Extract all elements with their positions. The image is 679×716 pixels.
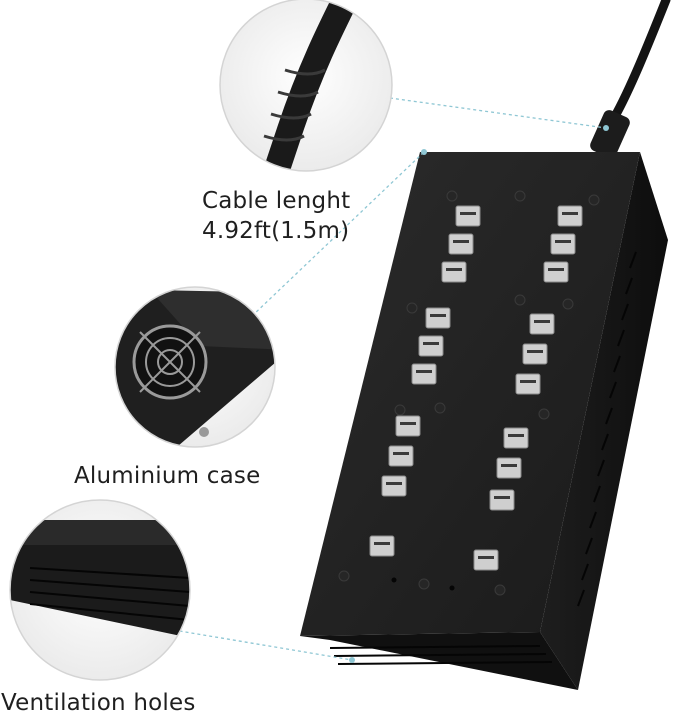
led-indicators <box>391 577 455 591</box>
side-vents <box>577 251 637 607</box>
label-aluminium-case: Aluminium case <box>74 463 261 489</box>
screws <box>338 190 600 596</box>
cable-plug <box>590 110 630 158</box>
callout-lines <box>149 97 607 661</box>
zoom-vent <box>10 500 190 680</box>
usb-ports <box>369 205 583 571</box>
label-cable-line1: Cable lenght <box>202 188 351 214</box>
hub-front-face <box>300 632 578 690</box>
callout-dots <box>349 125 609 663</box>
hub-side-face <box>540 152 668 690</box>
power-cable <box>609 0 671 123</box>
label-cable-length: Cable lenght 4.92ft(1.5m) <box>202 186 350 246</box>
zoom-case <box>115 287 275 447</box>
usb-port-slots <box>374 212 578 559</box>
zoom-cable <box>220 0 392 171</box>
label-ventilation-holes: Ventilation holes <box>1 690 196 716</box>
label-cable-line2: 4.92ft(1.5m) <box>202 218 350 244</box>
front-vents <box>329 645 553 665</box>
